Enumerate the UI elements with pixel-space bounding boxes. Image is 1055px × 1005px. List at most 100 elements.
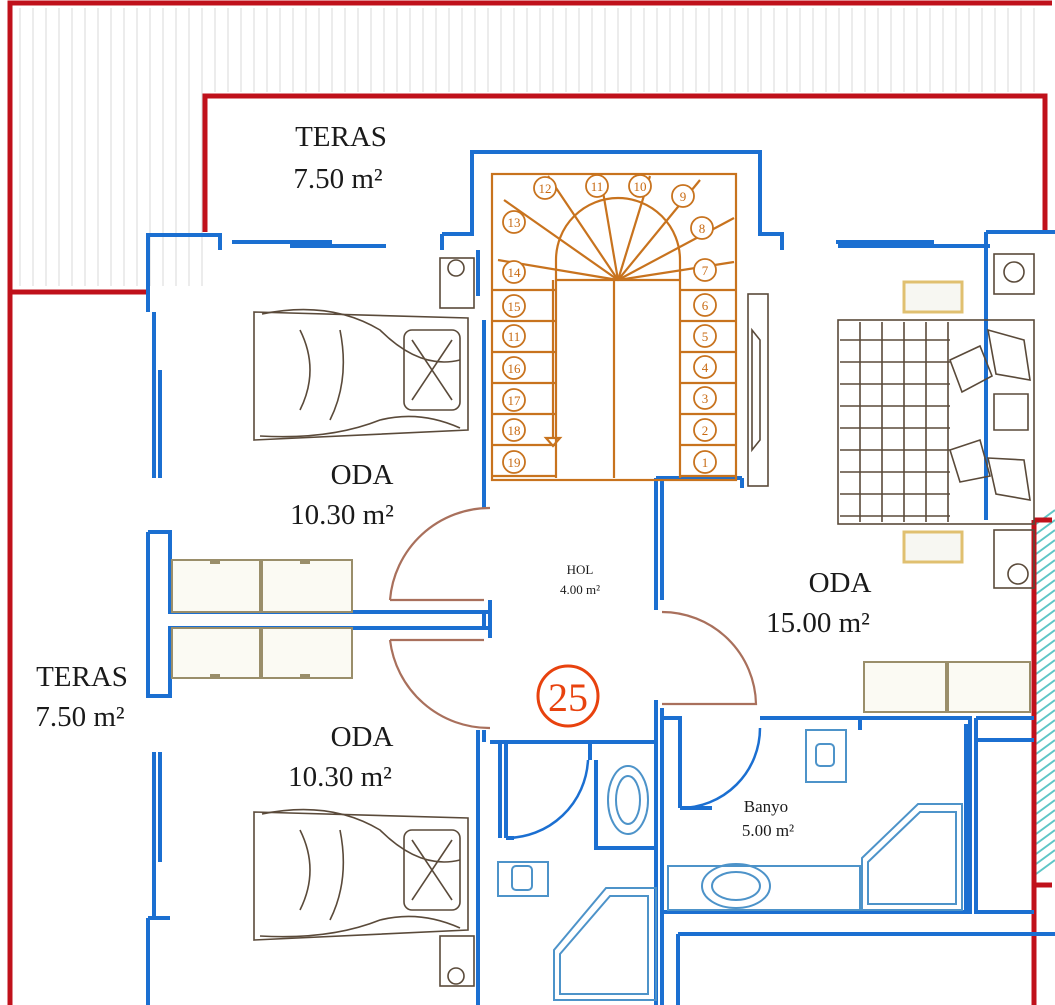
stair-step-marker [502,418,526,442]
outer-wall [7,0,1052,1005]
stair-step-number: 15 [508,299,521,314]
stair-step-marker [502,450,526,474]
bed-bottom-left [253,808,475,987]
terrace-hatch-line [1035,739,1055,755]
stair-winder [503,199,619,281]
terrace-hatch-line [1035,539,1055,555]
room-right-name: ODA [809,567,872,599]
terrace-hatch-line [1035,579,1055,595]
terrace-hatch-line [1035,609,1055,625]
bath-area: 5.00 m² [742,821,794,840]
terrace-hatch-line [1035,569,1055,585]
terrace-hatch-line [1035,689,1055,705]
stair-step-marker [533,176,557,200]
bath-fixtures [497,729,963,1001]
wardrobes [171,559,1031,713]
terrace-hatch-line [1035,599,1055,615]
terrace-hatch-line [1035,639,1055,655]
stair-step-number: 7 [702,263,709,278]
terrace-hatch-line [1035,669,1055,685]
bath-name: Banyo [744,797,788,816]
room-bottom-left-area: 10.30 m² [288,761,392,793]
terrace-hatch-right [1035,509,1055,875]
stair-step-marker [693,258,717,282]
fireplace [747,293,769,487]
terrace-left-area: 7.50 m² [35,701,125,733]
terrace-hatch-line [1035,759,1055,775]
stair-step-number: 4 [702,360,709,375]
terrace-hatch-line [1035,549,1055,565]
stair-step-marker [693,293,717,317]
terrace-top-area: 7.50 m² [293,163,383,195]
terrace-hatch-line [1035,649,1055,665]
stair-step-number: 17 [508,393,522,408]
room-right-area: 15.00 m² [766,607,870,639]
stair-step-number: 13 [508,215,521,230]
terrace-hatch-line [1035,769,1055,785]
stair-step-marker [502,388,526,412]
hall-area: 4.00 m² [560,582,600,597]
bed-right [837,253,1035,589]
stair-step-number: 16 [508,361,522,376]
stair-step-marker [502,260,526,284]
stair-step-marker [690,216,714,240]
stair-step-number: 6 [702,298,709,313]
stair-step-number: 11 [508,329,521,344]
stair-step-number: 5 [702,329,709,344]
stair-step-number: 1 [702,455,709,470]
terrace-hatch-line [1035,679,1055,695]
terrace-hatch-line [1035,659,1055,675]
stair-step-marker [693,418,717,442]
room-top-left-area: 10.30 m² [290,499,394,531]
terrace-hatch-line [1035,559,1055,575]
stair-step-number: 10 [634,179,647,194]
stair-step-number: 19 [508,455,521,470]
stair-step-marker [502,324,526,348]
room-labels: TERAS 7.50 m² ODA 10.30 m² TERAS 7.50 m²… [35,121,871,840]
stair-step-number: 2 [702,423,709,438]
terrace-hatch-line [1035,819,1055,835]
terrace-hatch-line [1035,799,1055,815]
door-swings [388,506,762,840]
terrace-hatch-line [1035,699,1055,715]
terrace-hatch-line [1035,729,1055,745]
terrace-hatch-line [1035,859,1055,875]
stair-winder [547,175,619,281]
terrace-hatch-line [1035,619,1055,635]
terrace-hatch-line [1035,779,1055,795]
stair-step-number: 11 [591,179,604,194]
stair-step-number: 8 [699,221,706,236]
stair-step-marker [502,294,526,318]
stair-step-marker [585,174,609,198]
terrace-hatch-line [1035,719,1055,735]
terrace-hatch-line [1035,829,1055,845]
stair-step-marker [693,355,717,379]
stair-step-marker [628,174,652,198]
room-top-left-name: ODA [331,459,394,491]
terrace-hatch-top [19,8,1035,286]
room-bottom-left-name: ODA [331,721,394,753]
terrace-hatch-line [1035,589,1055,605]
terrace-hatch-line [1035,629,1055,645]
terrace-hatch-line [1035,529,1055,545]
terrace-hatch-line [1035,709,1055,725]
terrace-hatch-line [1035,749,1055,765]
terrace-left-name: TERAS [36,661,128,693]
hall-name: HOL [567,562,594,577]
stair-winder [617,217,735,281]
bed-top-left [253,257,475,441]
terrace-top-name: TERAS [295,121,387,153]
terrace-hatch-line [1035,839,1055,855]
stair-step-marker [502,356,526,380]
stair-step-marker [502,210,526,234]
stair-step-number: 9 [680,189,687,204]
stair-step-marker [693,386,717,410]
stair-step-marker [693,324,717,348]
stair-step-marker [693,450,717,474]
stair-step-number: 14 [508,265,522,280]
stair-step-marker [671,184,695,208]
terrace-hatch-line [1035,849,1055,865]
